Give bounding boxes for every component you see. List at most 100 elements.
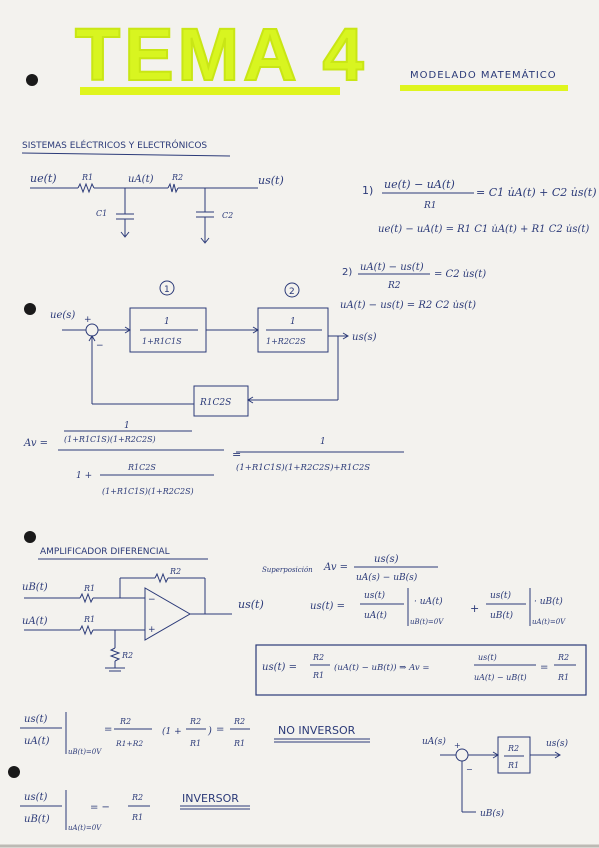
av1-result-num: 1 xyxy=(320,437,326,447)
bd1-feedback: R1C2S xyxy=(199,398,231,408)
ni-f2-den: R1 xyxy=(189,739,201,748)
ni-f2-open: (1 + xyxy=(162,726,182,737)
ni-den: uA(t) xyxy=(24,736,50,747)
sup-t2-num: us(t) xyxy=(490,590,512,601)
bd1-plus: + xyxy=(84,315,92,325)
label-c1: C1 xyxy=(96,209,107,218)
heading-underline xyxy=(21,152,231,157)
sup-lhs: us(t) = xyxy=(310,601,345,612)
bd1-input: ue(s) xyxy=(50,310,75,321)
sup-t1-den: uA(t) xyxy=(364,610,387,621)
sup-t1-cond: uB(t)=0V xyxy=(410,618,444,626)
av1-num-den: (1+R1C1S)(1+R2C2S) xyxy=(64,435,156,444)
binder-hole xyxy=(8,766,20,778)
ni-cond: uB(t)=0V xyxy=(68,748,102,756)
box-mid: (uA(t) − uB(t)) ⇒ Av = xyxy=(334,662,430,673)
av1-den-lead: 1 + xyxy=(76,471,92,481)
binder-hole xyxy=(24,303,36,315)
title-highlight xyxy=(80,87,340,95)
sup-t1-mul: · uA(t) xyxy=(414,596,443,607)
box-res-den: R1 xyxy=(557,673,569,682)
section-heading-electric: SISTEMAS ELÉCTRICOS Y ELECTRÓNICOS xyxy=(22,139,207,151)
result-box xyxy=(255,644,587,696)
bd2-num: R2 xyxy=(507,744,519,753)
page-title: TEMA 4 xyxy=(75,13,368,96)
opamp-minus: − xyxy=(148,595,156,605)
label-c2: C2 xyxy=(222,211,233,220)
inv-num: us(t) xyxy=(24,792,47,803)
eq2-expanded: uA(t) − us(t) = R2 C2 u̇s(t) xyxy=(340,300,476,311)
tag-inversor: INVERSOR xyxy=(182,792,239,805)
label-us: us(t) xyxy=(258,174,284,187)
av2-label: Av = xyxy=(323,562,348,573)
page-subtitle: MODELADO MATEMÁTICO xyxy=(410,68,557,81)
ni-f2-num: R2 xyxy=(189,717,201,726)
bd1-block1-den: 1+R1C1S xyxy=(142,337,182,346)
av2-den: uA(s) − uB(s) xyxy=(356,572,418,583)
block-diagram-diff-amp xyxy=(440,736,561,813)
sup-plus: + xyxy=(470,602,479,615)
subtitle-highlight xyxy=(400,85,568,91)
box-av-den: uA(t) − uB(t) xyxy=(474,673,527,682)
sup-t2-cond: uA(t)=0V xyxy=(532,618,566,626)
ni-f1-den: R1+R2 xyxy=(115,739,143,748)
bd1-block2-num: 1 xyxy=(290,317,296,327)
label-ub: uB(t) xyxy=(22,582,48,593)
ni-f1-num: R2 xyxy=(119,717,131,726)
bd1-block2-den: 1+R2C2S xyxy=(266,337,306,346)
box-res-num: R2 xyxy=(557,653,569,662)
differential-amplifier-circuit xyxy=(24,572,232,672)
inv-eq: = − xyxy=(90,802,110,813)
eq1-prefix: 1) xyxy=(362,184,373,197)
eq1-numerator: ue(t) − uA(t) xyxy=(384,178,455,191)
box-av-num: us(t) xyxy=(478,653,497,662)
label-r1: R1 xyxy=(81,173,93,182)
eq1-denominator: R1 xyxy=(423,201,437,211)
bd1-output: us(s) xyxy=(352,332,377,343)
opamp-plus: + xyxy=(148,625,156,635)
label-r1-top: R1 xyxy=(83,584,95,593)
av1-den-num: R1C2S xyxy=(127,463,156,472)
bd1-block1-num: 1 xyxy=(164,317,170,327)
ni-eq: = xyxy=(104,724,112,735)
label-r2: R2 xyxy=(171,173,183,182)
bd1-minus: − xyxy=(96,341,104,351)
inv-res-num: R2 xyxy=(131,793,143,802)
eq2-numerator: uA(t) − us(t) xyxy=(360,262,424,273)
binder-hole xyxy=(26,74,38,86)
bd2-output: us(s) xyxy=(546,738,569,749)
eq2-rhs: = C2 u̇s(t) xyxy=(434,269,486,280)
inv-den: uB(t) xyxy=(24,814,50,825)
bd2-den: R1 xyxy=(507,761,519,770)
bd1-tag1: 1 xyxy=(164,285,170,295)
inv-cond: uA(t)=0V xyxy=(68,824,102,832)
label-r1-bottom: R1 xyxy=(83,615,95,624)
eq2-denominator: R2 xyxy=(387,281,401,291)
bd2-feedback: uB(s) xyxy=(480,808,505,819)
eq1-expanded: ue(t) − uA(t) = R1 C1 u̇A(t) + R1 C2 u̇s… xyxy=(378,224,589,235)
label-r2-feedback: R2 xyxy=(169,567,181,576)
av1-den-den: (1+R1C1S)(1+R2C2S) xyxy=(102,487,194,496)
av1-result-den: (1+R1C1S)(1+R2C2S)+R1C2S xyxy=(236,462,370,473)
ni-res-den: R1 xyxy=(233,739,245,748)
bd2-input: uA(s) xyxy=(422,736,446,747)
inv-res-den: R1 xyxy=(131,813,143,822)
box-frac-den: R1 xyxy=(312,671,324,680)
eq2-prefix: 2) xyxy=(342,267,352,278)
av1-label: Av = xyxy=(23,438,48,449)
rc-ladder-circuit xyxy=(30,182,258,244)
section-heading-diff-amp: AMPLIFICADOR DIFERENCIAL xyxy=(40,547,170,557)
box-lhs: us(t) = xyxy=(262,662,297,673)
label-ua: uA(t) xyxy=(128,174,154,185)
block-diagram-rc xyxy=(62,280,349,417)
label-us: us(t) xyxy=(238,598,264,611)
bd2-plus: + xyxy=(454,741,461,750)
av2-num: us(s) xyxy=(374,554,399,565)
ni-eq2: = xyxy=(216,724,224,735)
sup-t2-mul: · uB(t) xyxy=(534,596,563,607)
box-eq: = xyxy=(540,662,548,673)
ni-res-num: R2 xyxy=(233,717,245,726)
ni-f2-close: ) xyxy=(207,726,212,737)
bd1-tag2: 2 xyxy=(289,287,295,297)
